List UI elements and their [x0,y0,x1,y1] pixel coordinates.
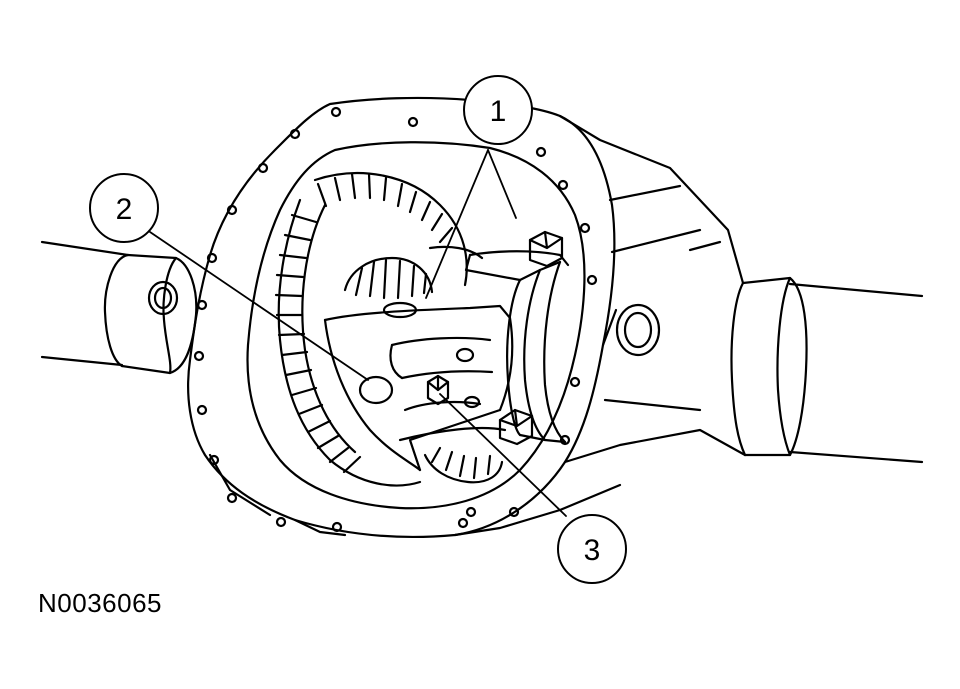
bearing-cap [428,230,570,446]
right-axle-tube [615,276,924,464]
leader-lines [149,149,567,517]
callout-1-label: 1 [490,95,507,128]
callout-3-label: 3 [584,534,601,567]
carrier-housing [187,96,747,538]
callout-2-label: 2 [116,193,133,226]
differential-gears [343,256,504,484]
differential-case [323,304,514,472]
callout-1: 1 [463,75,533,145]
callout-2-leader [149,231,369,381]
callout-1-leader [425,149,489,299]
figure-id: N0036065 [38,588,162,618]
callout-3: 3 [557,514,627,584]
callout-2: 2 [89,173,159,243]
ring-gear [274,172,468,487]
left-axle-tube [40,240,198,375]
callout-3-leader [439,393,567,517]
callout-1-leader-b [487,149,517,219]
